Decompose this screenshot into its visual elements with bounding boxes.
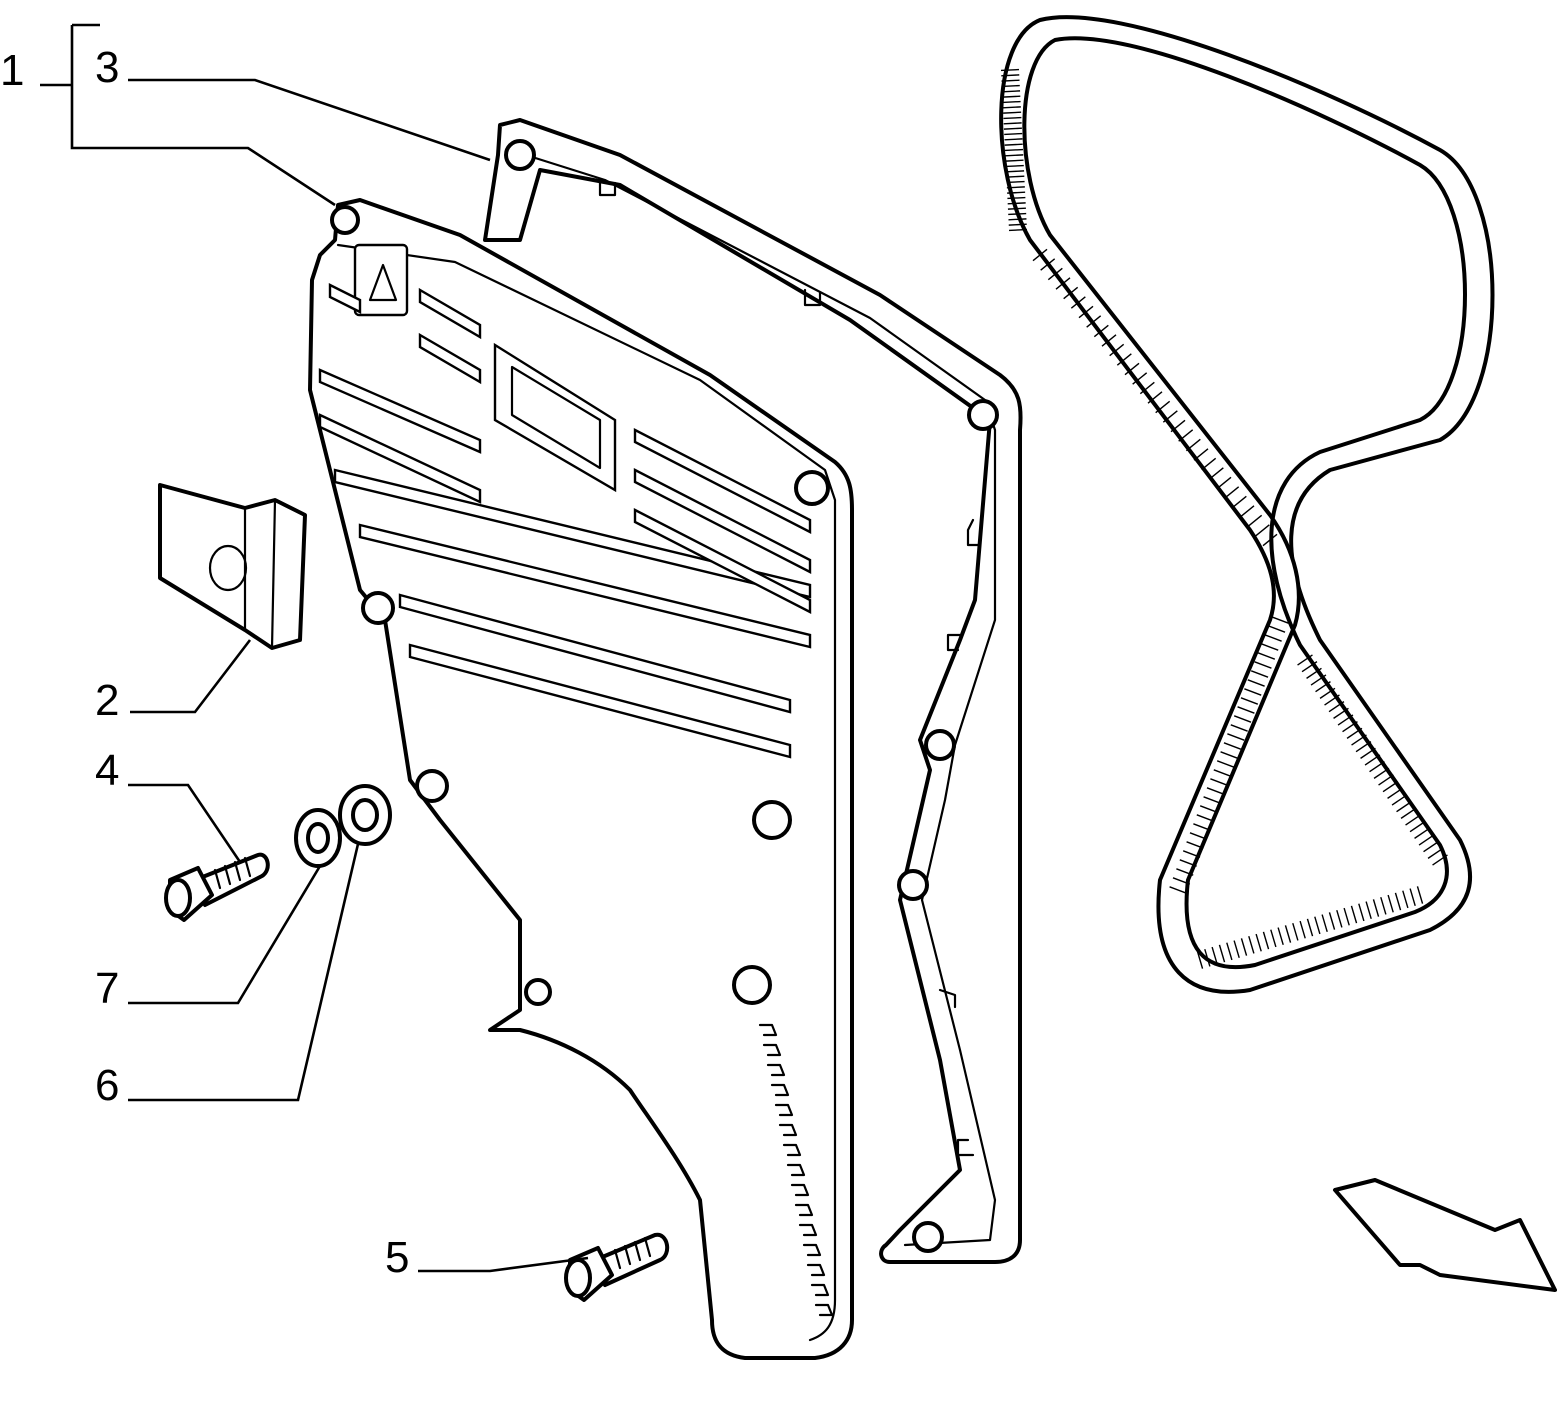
cover-tooth bbox=[810, 1283, 830, 1297]
cover-rib bbox=[418, 287, 482, 340]
cover-tooth bbox=[766, 1063, 786, 1077]
cover-edge-teeth bbox=[758, 1023, 834, 1317]
cover-tooth bbox=[778, 1123, 798, 1137]
leader-lines bbox=[40, 23, 589, 1273]
inspection-plug bbox=[158, 483, 307, 650]
callout-6: 6 bbox=[95, 1061, 119, 1110]
callout-4: 4 bbox=[95, 746, 119, 795]
cover-tooth bbox=[770, 1083, 790, 1097]
cover-tooth bbox=[782, 1143, 802, 1157]
cover-rib bbox=[633, 508, 812, 614]
callout-3: 3 bbox=[95, 43, 119, 92]
timing-belt bbox=[999, 15, 1495, 994]
cover-ribs bbox=[318, 283, 812, 759]
direction-arrow-icon bbox=[1333, 1178, 1557, 1292]
flat-washer-6 bbox=[338, 784, 392, 846]
cover-rib bbox=[398, 593, 792, 714]
cover-tooth bbox=[758, 1023, 778, 1037]
cover-rib bbox=[333, 468, 812, 599]
flange-bolt-5 bbox=[564, 1232, 670, 1302]
timing-belt-cover bbox=[308, 198, 854, 1360]
cover-gasket bbox=[483, 118, 1023, 1264]
cover-rib bbox=[318, 413, 482, 504]
callout-2: 2 bbox=[95, 676, 119, 725]
cover-rib bbox=[418, 332, 482, 385]
cover-tooth bbox=[802, 1243, 822, 1257]
cover-tooth bbox=[774, 1103, 794, 1117]
cover-rib bbox=[318, 368, 482, 454]
callout-1: 1 bbox=[0, 46, 24, 95]
cover-tooth bbox=[790, 1183, 810, 1197]
cover-rib bbox=[328, 283, 362, 314]
cover-tooth bbox=[762, 1043, 782, 1057]
cover-tooth bbox=[798, 1223, 818, 1237]
cover-rib bbox=[633, 468, 812, 574]
cover-rib bbox=[408, 643, 792, 759]
cover-tooth bbox=[786, 1163, 806, 1177]
callout-5: 5 bbox=[385, 1233, 409, 1282]
cover-tooth bbox=[806, 1263, 826, 1277]
cover-tooth bbox=[794, 1203, 814, 1217]
cover-rib bbox=[358, 523, 812, 649]
callout-7: 7 bbox=[95, 964, 119, 1013]
spring-washer-7 bbox=[294, 808, 342, 868]
belt-teeth bbox=[1000, 68, 1448, 969]
cover-rib bbox=[633, 428, 812, 534]
flange-bolt-4 bbox=[164, 852, 270, 922]
cover-tooth bbox=[814, 1303, 834, 1317]
